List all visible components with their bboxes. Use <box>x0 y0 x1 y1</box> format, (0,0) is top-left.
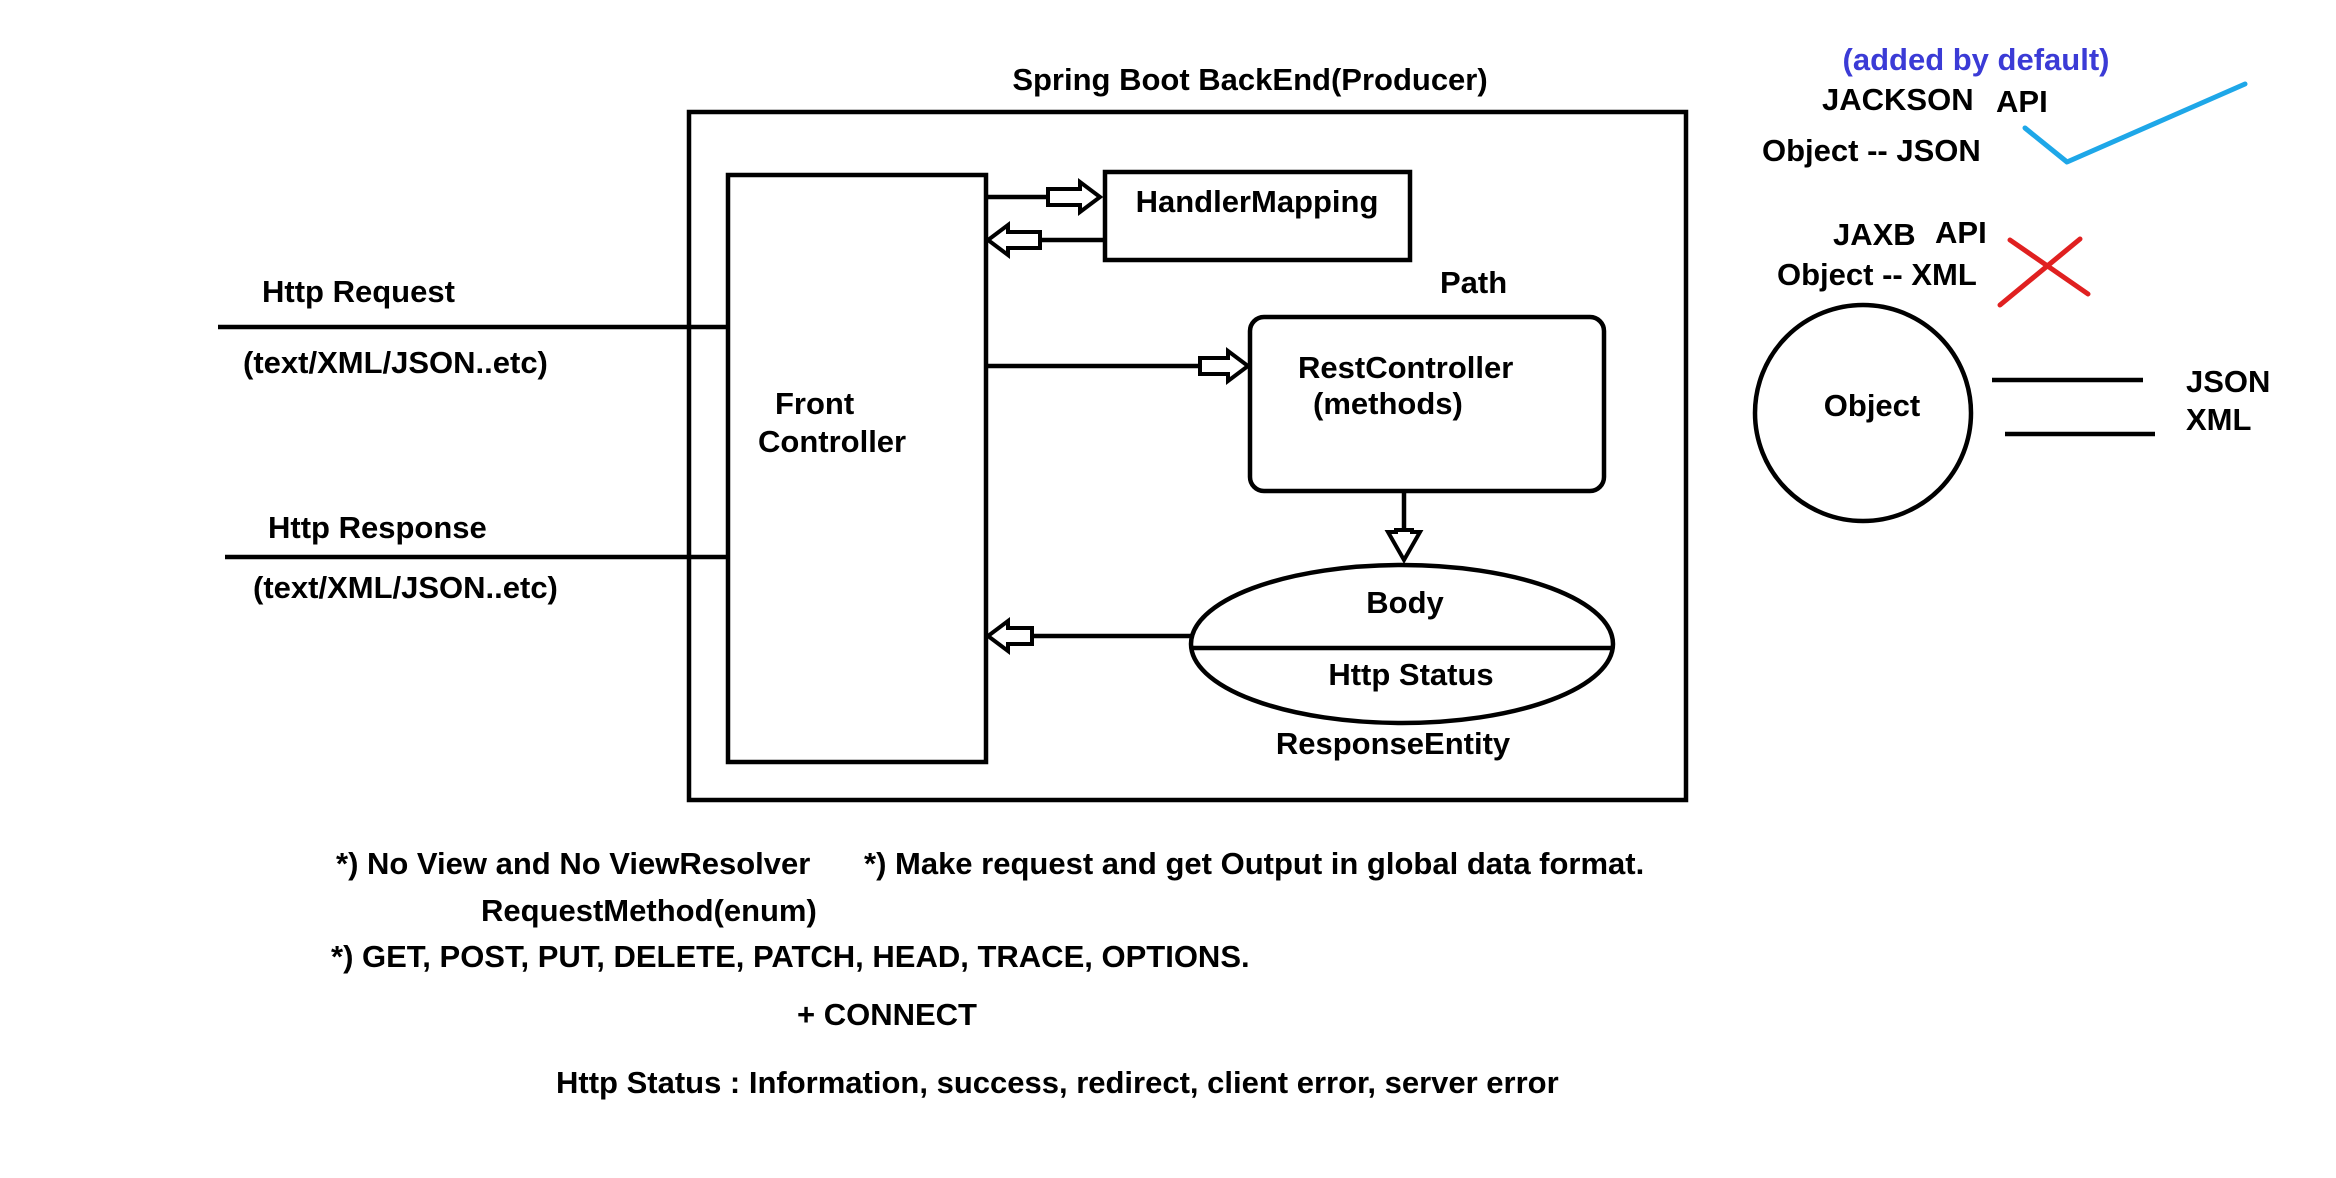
fc-to-rest-arrowhead <box>1198 347 1252 385</box>
jackson-api: API <box>1996 84 2048 119</box>
http-response-label: Http Response <box>268 510 487 545</box>
object-circle <box>1752 302 1974 524</box>
front-controller-line2: Controller <box>758 424 906 459</box>
handler-mapping-label: HandlerMapping <box>1136 184 1379 219</box>
backend-box <box>686 109 1689 803</box>
jaxb-api: API <box>1935 215 1987 250</box>
response-entity-caption: ResponseEntity <box>1276 726 1511 761</box>
rest-to-entity-arrowhead <box>1384 528 1424 565</box>
backend-title: Spring Boot BackEnd(Producer) <box>1012 62 1487 97</box>
rest-controller-line1: RestController <box>1298 350 1513 385</box>
rest-controller-box <box>1247 314 1607 494</box>
check-mark-icon <box>2022 81 2248 165</box>
front-controller-box <box>725 172 989 765</box>
note-no-view: *) No View and No ViewResolver <box>336 846 810 881</box>
http-response-formats: (text/XML/JSON..etc) <box>253 570 558 605</box>
note-global-format: *) Make request and get Output in global… <box>864 846 1644 881</box>
handler-to-fc-arrowhead <box>984 221 1042 259</box>
cross-mark-icon <box>1997 236 2091 308</box>
handler-mapping-box <box>1102 169 1413 263</box>
jaxb-name: JAXB <box>1833 217 1916 252</box>
response-entity-body: Body <box>1366 585 1444 620</box>
jaxb-mapping: Object -- XML <box>1777 257 1977 292</box>
http-request-formats: (text/XML/JSON..etc) <box>243 345 548 380</box>
fc-to-handler-arrowhead <box>1046 178 1104 216</box>
front-controller-line1: Front <box>775 386 854 421</box>
note-connect: + CONNECT <box>797 997 977 1032</box>
path-label: Path <box>1440 265 1507 300</box>
http-request-label: Http Request <box>262 274 455 309</box>
note-http-status: Http Status : Information, success, redi… <box>556 1065 1559 1100</box>
response-entity-ellipse <box>1188 562 1616 726</box>
jackson-default-note: (added by default) <box>1843 42 2110 77</box>
jackson-mapping: Object -- JSON <box>1762 133 1981 168</box>
response-entity-status: Http Status <box>1328 657 1493 692</box>
rest-controller-line2: (methods) <box>1313 386 1463 421</box>
jackson-name: JACKSON <box>1822 82 1974 117</box>
entity-to-fc-arrowhead <box>984 617 1034 655</box>
format-json: JSON <box>2186 364 2270 399</box>
note-request-method: RequestMethod(enum) <box>481 893 817 928</box>
format-xml: XML <box>2186 402 2251 437</box>
object-label: Object <box>1824 388 1920 423</box>
note-http-methods: *) GET, POST, PUT, DELETE, PATCH, HEAD, … <box>331 939 1250 974</box>
